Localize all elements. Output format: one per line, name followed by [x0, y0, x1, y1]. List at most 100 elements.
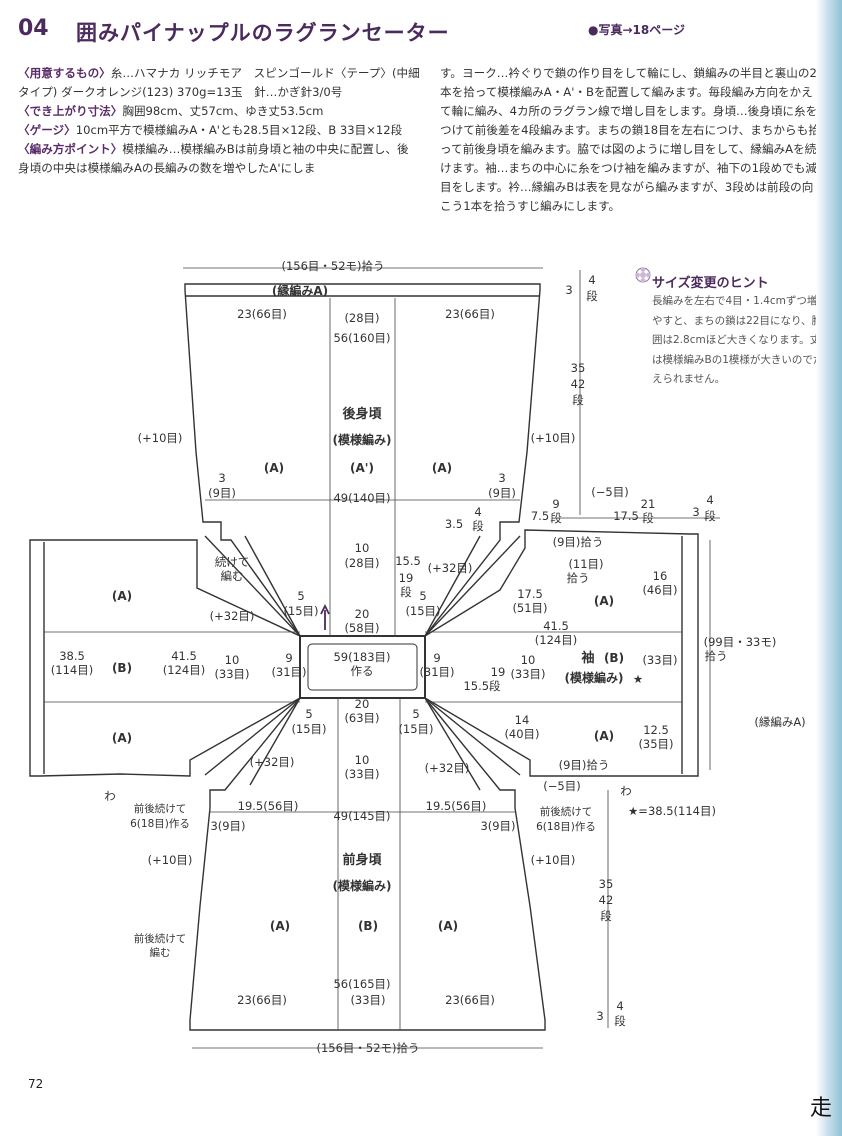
dimension-label: (A) — [112, 731, 132, 745]
dimension-label: (9目)拾う — [553, 535, 604, 549]
section-heading: 〈ゲージ〉 — [18, 123, 76, 137]
dimension-label: (31目) — [419, 665, 454, 679]
dimension-label: (模様編み) — [565, 670, 624, 685]
neck-rect — [299, 635, 426, 699]
dimension-label: (63目) — [344, 711, 379, 725]
instructions-column: す。ヨーク…衿ぐりで鎖の作り目をして輪にし、鎖編みの半目と裏山の2本を拾って模様… — [440, 64, 820, 216]
dimension-label: 42 — [571, 377, 586, 391]
section-heading: 〈でき上がり寸法〉 — [18, 104, 123, 118]
dimension-label: (33目) — [510, 667, 545, 681]
dimension-label: 23(66目) — [445, 307, 495, 321]
dimension-label: (40目) — [504, 727, 539, 741]
dimension-label: 段 — [586, 289, 598, 303]
dimension-label: (+10目) — [138, 431, 183, 445]
dimension-label: 5 — [297, 589, 304, 603]
dimension-label: 15.5段 — [463, 679, 501, 693]
diagram-line — [204, 697, 301, 776]
dimension-label: 19.5(56目) — [238, 799, 299, 813]
dimension-label: (+32目) — [425, 761, 470, 775]
dimension-label: (A) — [270, 919, 290, 933]
section-text: 10cm平方で模様編みA・A'とも28.5目×12段、B 33目×12段 — [75, 123, 403, 137]
instructions-text: す。ヨーク…衿ぐりで鎖の作り目をして輪にし、鎖編みの半目と裏山の2本を拾って模様… — [440, 66, 820, 213]
dimension-label: (33目) — [350, 993, 385, 1007]
dimension-label: (15目) — [398, 722, 433, 736]
dimension-label: (28目) — [344, 311, 379, 325]
dimension-label: 段 — [550, 511, 562, 525]
front-pickup-label: (156目・52モ)拾う — [316, 1041, 419, 1055]
diagram-line — [424, 535, 521, 637]
dimension-label: 4 — [706, 493, 713, 507]
points-paragraph: 〈編み方ポイント〉模様編み…模様編みBは前身頃と袖の中央に配置し、後身頃の中央は… — [18, 140, 420, 178]
dimension-label: 14 — [515, 713, 530, 727]
dimension-label: 19 — [491, 665, 506, 679]
dimension-label: (+32目) — [428, 561, 473, 575]
dimension-label: 23(66目) — [237, 993, 287, 1007]
dimension-label: 5 — [305, 707, 312, 721]
diagram-line — [249, 697, 301, 786]
start-arrow-icon — [320, 603, 330, 630]
back-title: 後身頃 — [342, 406, 382, 422]
diagram-line — [244, 535, 301, 637]
section-heading: 〈用意するもの〉 — [18, 66, 111, 80]
dimension-label: 3 — [218, 471, 225, 485]
section-text: 糸…ハマナカ リッチモア スピンゴールド〈テープ〉(中細タイプ) ダークオレンジ… — [18, 66, 420, 99]
dimension-label: (+10目) — [148, 853, 193, 867]
front-title: 前身頃 — [342, 852, 382, 868]
dimension-label: 10 — [355, 753, 370, 767]
dimension-label: 3 — [565, 283, 572, 297]
dimension-label: (9目) — [488, 486, 516, 500]
dimension-label: 9 — [433, 651, 440, 665]
page-number: 72 — [28, 1077, 44, 1091]
dimension-label: (A) — [594, 594, 614, 608]
dimension-label: (15目) — [405, 604, 440, 618]
gauge-paragraph: 〈ゲージ〉10cm平方で模様編みA・A'とも28.5目×12段、B 33目×12… — [18, 121, 420, 140]
dimension-label: 段 — [472, 519, 484, 533]
dimension-label: 3 — [498, 471, 505, 485]
dimension-label: (A) — [594, 729, 614, 743]
dimension-label: 49(145目) — [333, 809, 390, 823]
dimension-label: 編む — [221, 569, 244, 583]
dimension-label: 56(165目) — [333, 977, 390, 991]
dimension-label: 前後続けて — [134, 932, 187, 945]
dimension-label: ★ — [633, 672, 643, 686]
dimension-label: (124目) — [535, 633, 577, 647]
dimension-label: 3(9目) — [480, 819, 515, 833]
dimension-label: 42 — [599, 893, 614, 907]
dimension-label: 41.5 — [543, 619, 569, 633]
diagram-line — [424, 535, 481, 637]
dimension-label: (58目) — [344, 621, 379, 635]
dimension-label: (15目) — [283, 604, 318, 618]
dimension-label: (33目) — [642, 653, 677, 667]
section-heading: 〈編み方ポイント〉 — [18, 142, 123, 156]
dimension-label: 35 — [571, 361, 586, 375]
dimension-label: 10 — [225, 653, 240, 667]
dimension-label: 5 — [419, 589, 426, 603]
section-text: 模様編み…模様編みBは前身頃と袖の中央に配置し、後身頃の中央は模様編みAの長編み… — [18, 142, 409, 175]
dimension-label: 56(160目) — [333, 331, 390, 345]
dimension-label: わ — [620, 784, 632, 798]
dimension-label: (B) — [112, 661, 132, 675]
dimension-label: 9 — [285, 651, 292, 665]
page-title: 囲みパイナップルのラグランセーター — [76, 21, 450, 45]
dimension-label: 9 — [552, 497, 559, 511]
dimension-label: (A') — [350, 461, 374, 475]
dimension-label: 10 — [521, 653, 536, 667]
size-paragraph: 〈でき上がり寸法〉胸囲98cm、丈57cm、ゆき丈53.5cm — [18, 102, 420, 121]
diagram-line — [204, 535, 301, 637]
dimension-label: 5 — [412, 707, 419, 721]
dimension-label: 4 — [616, 999, 623, 1013]
dimension-label: (縁編みA) — [754, 715, 805, 729]
dimension-label: (+10目) — [531, 853, 576, 867]
dimension-label: 拾う — [567, 571, 590, 585]
dimension-label: (模様編み) — [333, 432, 392, 447]
flower-icon — [635, 267, 651, 283]
dimension-label: (+10目) — [531, 431, 576, 445]
diagram-line — [424, 697, 481, 791]
dimension-label: (124目) — [163, 663, 205, 677]
dimension-label: 編む — [150, 946, 171, 959]
dimension-label: 49(140目) — [333, 491, 390, 505]
dimension-label: 段 — [572, 393, 584, 407]
diagram-line — [640, 267, 646, 272]
diagram-line — [646, 272, 651, 278]
